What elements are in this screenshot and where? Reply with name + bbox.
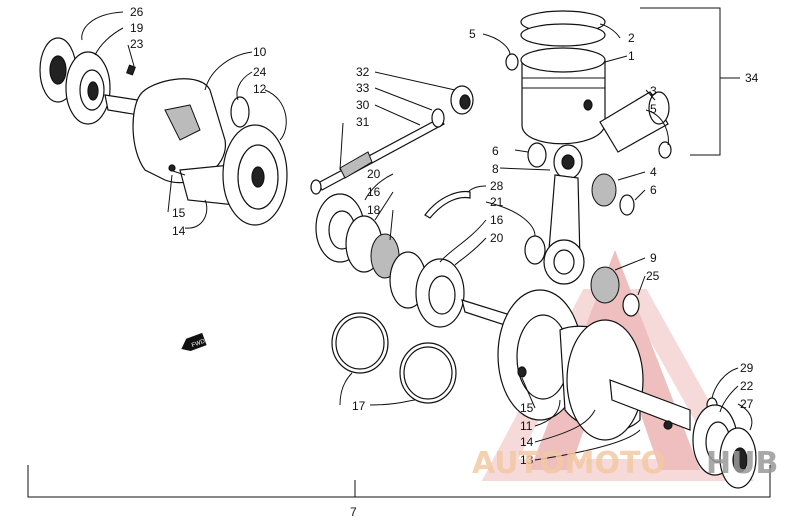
callout-26: 26 xyxy=(130,5,144,19)
key-23 xyxy=(126,64,136,76)
fwd-label: FWD xyxy=(191,338,207,349)
washer-6a xyxy=(527,142,547,168)
bearing-4 xyxy=(591,173,617,207)
callout-5a: 5 xyxy=(469,27,476,41)
callout-5b: 5 xyxy=(650,102,657,116)
connecting-rod-group xyxy=(527,142,640,317)
callout-19: 19 xyxy=(130,21,144,35)
callout-22: 22 xyxy=(740,379,754,393)
watermark-left: AUTOMOTO xyxy=(472,446,666,481)
washer-33 xyxy=(431,108,445,128)
callout-4: 4 xyxy=(650,165,657,179)
watermark-right: HUB xyxy=(706,446,778,481)
callout-15a: 15 xyxy=(172,206,186,220)
right-crank-half xyxy=(461,289,691,441)
callout-3: 3 xyxy=(650,84,657,98)
callout-23: 23 xyxy=(130,37,144,51)
callout-17: 17 xyxy=(352,399,366,413)
shaft-30 xyxy=(317,117,445,191)
clip-5a xyxy=(505,53,519,71)
left-bearing-group xyxy=(39,37,136,125)
washer-25 xyxy=(622,293,640,317)
piston-group xyxy=(505,10,672,159)
pin-15b xyxy=(517,366,527,378)
clip-5b xyxy=(658,141,672,159)
callout-15b: 15 xyxy=(520,401,534,415)
fwd-arrow-icon: FWD xyxy=(181,332,207,351)
callout-2: 2 xyxy=(628,31,635,45)
callout-7: 7 xyxy=(350,505,357,519)
washer-24 xyxy=(230,96,250,128)
shaft-13 xyxy=(609,379,691,431)
watermark-text: AUTOMOTO HUB xyxy=(472,446,778,481)
callout-16a: 16 xyxy=(367,185,381,199)
callout-32: 32 xyxy=(356,65,370,79)
callout-30: 30 xyxy=(356,98,370,112)
callout-25: 25 xyxy=(646,269,660,283)
callout-31: 31 xyxy=(356,115,370,129)
callout-33: 33 xyxy=(356,81,370,95)
callout-10: 10 xyxy=(253,45,267,59)
snap-ring-28 xyxy=(424,190,471,219)
callout-6b: 6 xyxy=(650,183,657,197)
callout-16b: 16 xyxy=(490,213,504,227)
callout-11: 11 xyxy=(520,419,533,433)
callout-14a: 14 xyxy=(172,224,186,238)
callout-27: 27 xyxy=(740,397,754,411)
bearing-9 xyxy=(590,266,620,304)
callout-9: 9 xyxy=(650,251,657,265)
callout-18: 18 xyxy=(367,203,381,217)
callout-28: 28 xyxy=(490,179,504,193)
callout-12: 12 xyxy=(253,82,267,96)
center-bearings-group xyxy=(315,190,546,328)
callout-1: 1 xyxy=(628,49,635,63)
callout-8: 8 xyxy=(492,162,499,176)
seal-rings-17 xyxy=(331,312,457,404)
callout-29: 29 xyxy=(740,361,754,375)
leader-lines xyxy=(27,7,771,498)
crank-half-14 xyxy=(566,319,644,441)
right-bearing-group xyxy=(692,397,757,489)
pump-shaft-group xyxy=(310,85,474,195)
callout-14b: 14 xyxy=(520,435,534,449)
callout-13: 13 xyxy=(520,453,534,467)
callout-20b: 20 xyxy=(490,231,504,245)
washer-6b xyxy=(619,194,635,216)
gear-31 xyxy=(339,151,373,179)
ring-2b xyxy=(520,23,606,47)
callout-34: 34 xyxy=(745,71,759,85)
callout-21: 21 xyxy=(490,195,504,209)
washer-21 xyxy=(524,235,546,265)
left-crank-half xyxy=(104,78,288,226)
callout-6a: 6 xyxy=(492,144,499,158)
callout-24: 24 xyxy=(253,65,267,79)
callout-20a: 20 xyxy=(367,167,381,181)
callout-labels: 26 19 23 10 24 12 15 14 32 33 30 31 5 2 … xyxy=(130,5,759,519)
